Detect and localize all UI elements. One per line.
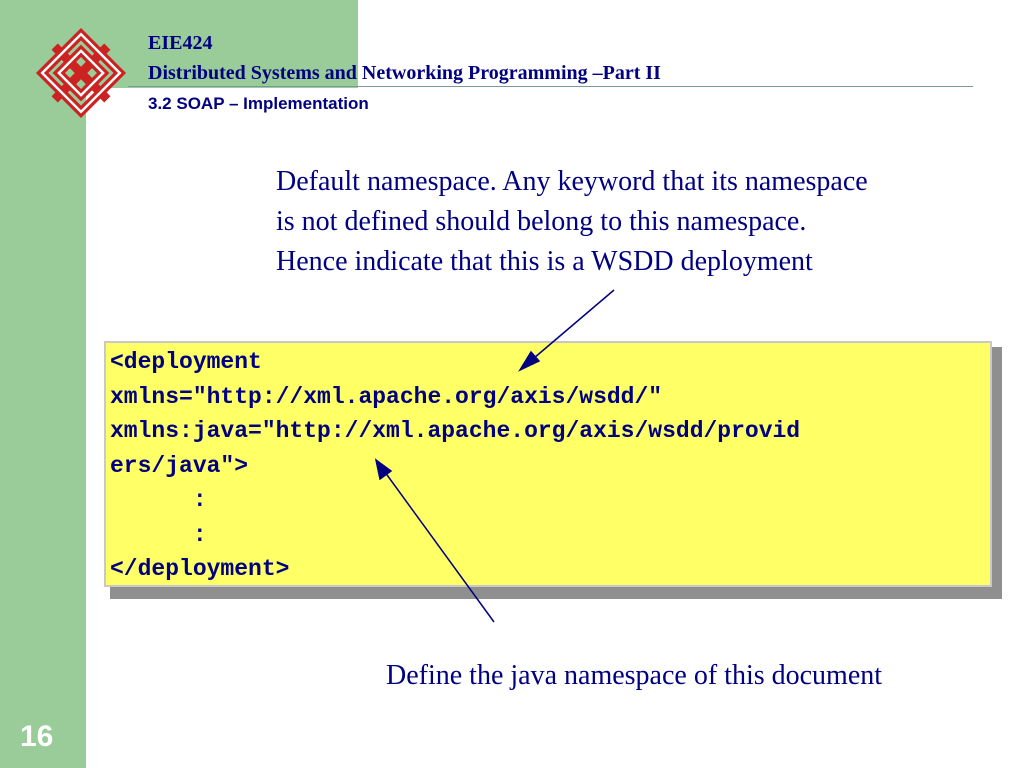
code-line: xmlns:java="http://xml.apache.org/axis/w… bbox=[110, 418, 801, 444]
default-namespace-note: Default namespace. Any keyword that its … bbox=[276, 162, 868, 282]
java-namespace-note: Define the java namespace of this docume… bbox=[386, 660, 883, 691]
code-line: <deployment bbox=[110, 349, 262, 375]
code-box bbox=[104, 341, 992, 587]
code-line: : bbox=[110, 521, 207, 548]
university-logo-icon bbox=[35, 27, 127, 119]
course-code: EIE424 bbox=[148, 32, 213, 54]
code-block: <deployment xmlns="http://xml.apache.org… bbox=[110, 345, 800, 587]
code-line: </deployment> bbox=[110, 556, 290, 582]
course-title: Distributed Systems and Networking Progr… bbox=[148, 62, 661, 84]
note-line: Hence indicate that this is a WSDD deplo… bbox=[276, 246, 813, 277]
code-line: : bbox=[110, 487, 207, 513]
code-line: xmlns="http://xml.apache.org/axis/wsdd/" bbox=[110, 383, 663, 410]
section-title: 3.2 SOAP – Implementation bbox=[148, 94, 369, 113]
code-line: ers/java"> bbox=[110, 452, 249, 479]
page-number: 16 bbox=[20, 720, 54, 753]
note-line: Default namespace. Any keyword that its … bbox=[276, 166, 868, 197]
band-corner-cutout bbox=[86, 88, 358, 140]
header-divider bbox=[128, 86, 973, 87]
note-line: is not defined should belong to this nam… bbox=[276, 206, 807, 237]
